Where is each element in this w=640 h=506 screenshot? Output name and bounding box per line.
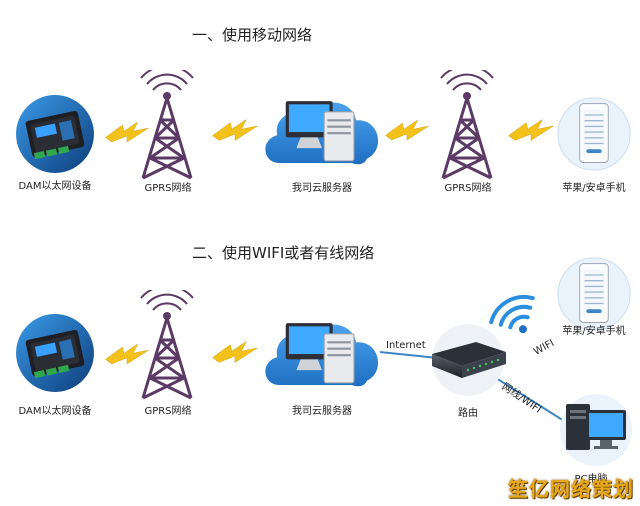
lightning-icon [212, 341, 258, 363]
cloud-server-label: 我司云服务器 [292, 183, 352, 194]
lightning-icon [212, 119, 258, 141]
gprs-network-label: GPRS网络 [144, 183, 192, 194]
dam-device-label: DAM以太网设备 [18, 181, 92, 192]
lightning-icon [105, 343, 149, 365]
router-label: 路由 [458, 408, 478, 419]
dam-device-label: DAM以太网设备 [18, 406, 92, 417]
section-2-title: 二、使用WIFI或者有线网络 [192, 244, 375, 262]
lightning-icon [105, 121, 149, 143]
lightning-icon [385, 119, 429, 141]
pc-icon [560, 394, 632, 466]
wired-link-line [495, 377, 573, 427]
dam-device-icon [16, 314, 94, 392]
cloud-server-label: 我司云服务器 [292, 406, 352, 417]
section-1-title: 一、使用移动网络 [192, 26, 313, 44]
internet-link-label: Internet [386, 340, 426, 351]
cloud-server-icon [264, 322, 380, 388]
lightning-icon [508, 119, 554, 141]
gprs-network-label: GPRS网络 [444, 183, 492, 194]
phone-label: 苹果/安卓手机 [562, 326, 626, 337]
internet-link-line [379, 351, 439, 359]
router-icon [432, 324, 506, 396]
watermark-text: 笙亿网络策划 [508, 477, 634, 501]
gprs-tower-icon [139, 70, 195, 180]
phone-icon [557, 257, 631, 331]
cloud-server-icon [264, 100, 380, 166]
dam-device-icon [16, 95, 94, 173]
gprs-tower-icon [439, 70, 495, 180]
gprs-network-label: GPRS网络 [144, 406, 192, 417]
wifi-icon [489, 295, 535, 334]
pc-label: PC电脑 [574, 474, 608, 485]
gprs-tower-icon [139, 290, 195, 400]
phone-label: 苹果/安卓手机 [562, 183, 626, 194]
phone-icon [557, 97, 631, 171]
